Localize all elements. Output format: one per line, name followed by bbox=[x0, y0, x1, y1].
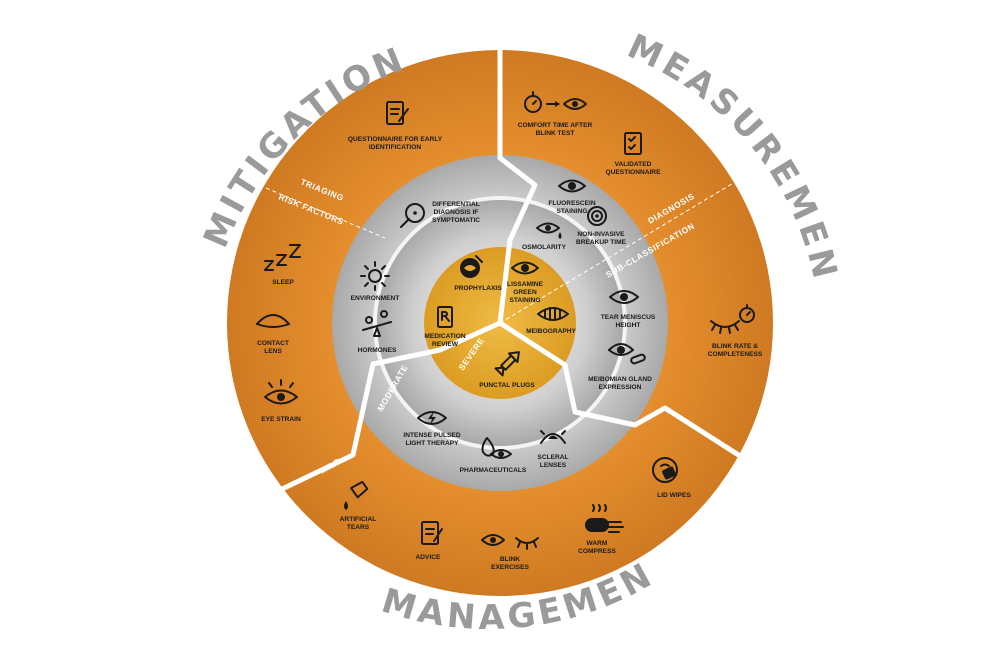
svg-text:PHARMACEUTICALS: PHARMACEUTICALS bbox=[460, 467, 527, 474]
svg-text:BLINK RATE &COMPLETENESS: BLINK RATE &COMPLETENESS bbox=[708, 343, 763, 358]
item-prophylaxis: PROPHYLAXIS bbox=[454, 255, 502, 292]
drop-eye-icon bbox=[481, 437, 512, 459]
eye-strain-icon bbox=[264, 379, 298, 405]
item-punctal-plugs: PUNCTAL PLUGS bbox=[479, 351, 535, 389]
gender-balance-icon bbox=[362, 310, 392, 337]
eye-icon bbox=[558, 179, 586, 193]
eye-drop-bottle-icon bbox=[344, 480, 369, 510]
eye-shield-icon bbox=[460, 255, 483, 278]
item-pharmaceuticals: PHARMACEUTICALS bbox=[460, 437, 527, 474]
closed-eye-stopwatch-icon bbox=[710, 304, 755, 334]
item-eye-strain: EYE STRAIN bbox=[261, 379, 301, 423]
section-dividers bbox=[278, 48, 764, 493]
item-osmolarity: OSMOLARITY bbox=[522, 222, 567, 251]
band-dashed-lines bbox=[265, 181, 736, 324]
eye-lightning-icon bbox=[417, 411, 447, 425]
eye-icon bbox=[609, 290, 639, 304]
magnifier-icon bbox=[400, 203, 425, 228]
clipboard-check-icon bbox=[624, 132, 642, 155]
placido-rings-icon bbox=[587, 206, 607, 226]
scleral-lens-icon bbox=[540, 430, 566, 444]
item-lid-wipes: LID WIPES bbox=[652, 457, 691, 499]
meibography-icon bbox=[537, 307, 569, 321]
item-meibography: MEIBOGRAPHY bbox=[526, 307, 577, 335]
svg-text:OSMOLARITY: OSMOLARITY bbox=[522, 244, 567, 251]
document-pencil-icon bbox=[421, 521, 443, 545]
tear-drop-eye-icon bbox=[536, 222, 562, 239]
item-sleep: SLEEP bbox=[264, 244, 301, 286]
svg-text:ADVICE: ADVICE bbox=[416, 554, 442, 561]
sun-icon bbox=[360, 261, 390, 291]
open-closed-eyes-icon bbox=[481, 534, 539, 550]
contact-lens-icon bbox=[256, 314, 290, 328]
svg-text:SLEEP: SLEEP bbox=[272, 279, 294, 286]
face-wipe-icon bbox=[652, 457, 678, 483]
item-blink-rate: BLINK RATE &COMPLETENESS bbox=[708, 304, 763, 358]
clipboard-pencil-icon bbox=[386, 101, 409, 125]
zzz-icon bbox=[264, 244, 301, 271]
item-advice: ADVICE bbox=[416, 521, 443, 561]
svg-text:LID WIPES: LID WIPES bbox=[657, 492, 691, 499]
warm-compress-hand-icon bbox=[585, 504, 624, 533]
punctal-plug-icon bbox=[494, 351, 520, 377]
svg-text:EYE STRAIN: EYE STRAIN bbox=[261, 416, 301, 423]
item-hormones: HORMONES bbox=[358, 310, 397, 354]
eye-finger-press-icon bbox=[608, 343, 646, 365]
svg-text:HORMONES: HORMONES bbox=[358, 347, 397, 354]
svg-text:PUNCTAL PLUGS: PUNCTAL PLUGS bbox=[479, 382, 535, 389]
prescription-icon bbox=[437, 306, 453, 328]
eye-icon bbox=[511, 261, 539, 275]
svg-text:ENVIRONMENT: ENVIRONMENT bbox=[351, 295, 400, 302]
svg-text:PROPHYLAXIS: PROPHYLAXIS bbox=[454, 285, 502, 292]
svg-text:MEIBOGRAPHY: MEIBOGRAPHY bbox=[526, 328, 576, 335]
item-environment: ENVIRONMENT bbox=[351, 261, 400, 302]
stopwatch-arrow-eye-icon bbox=[524, 91, 587, 113]
